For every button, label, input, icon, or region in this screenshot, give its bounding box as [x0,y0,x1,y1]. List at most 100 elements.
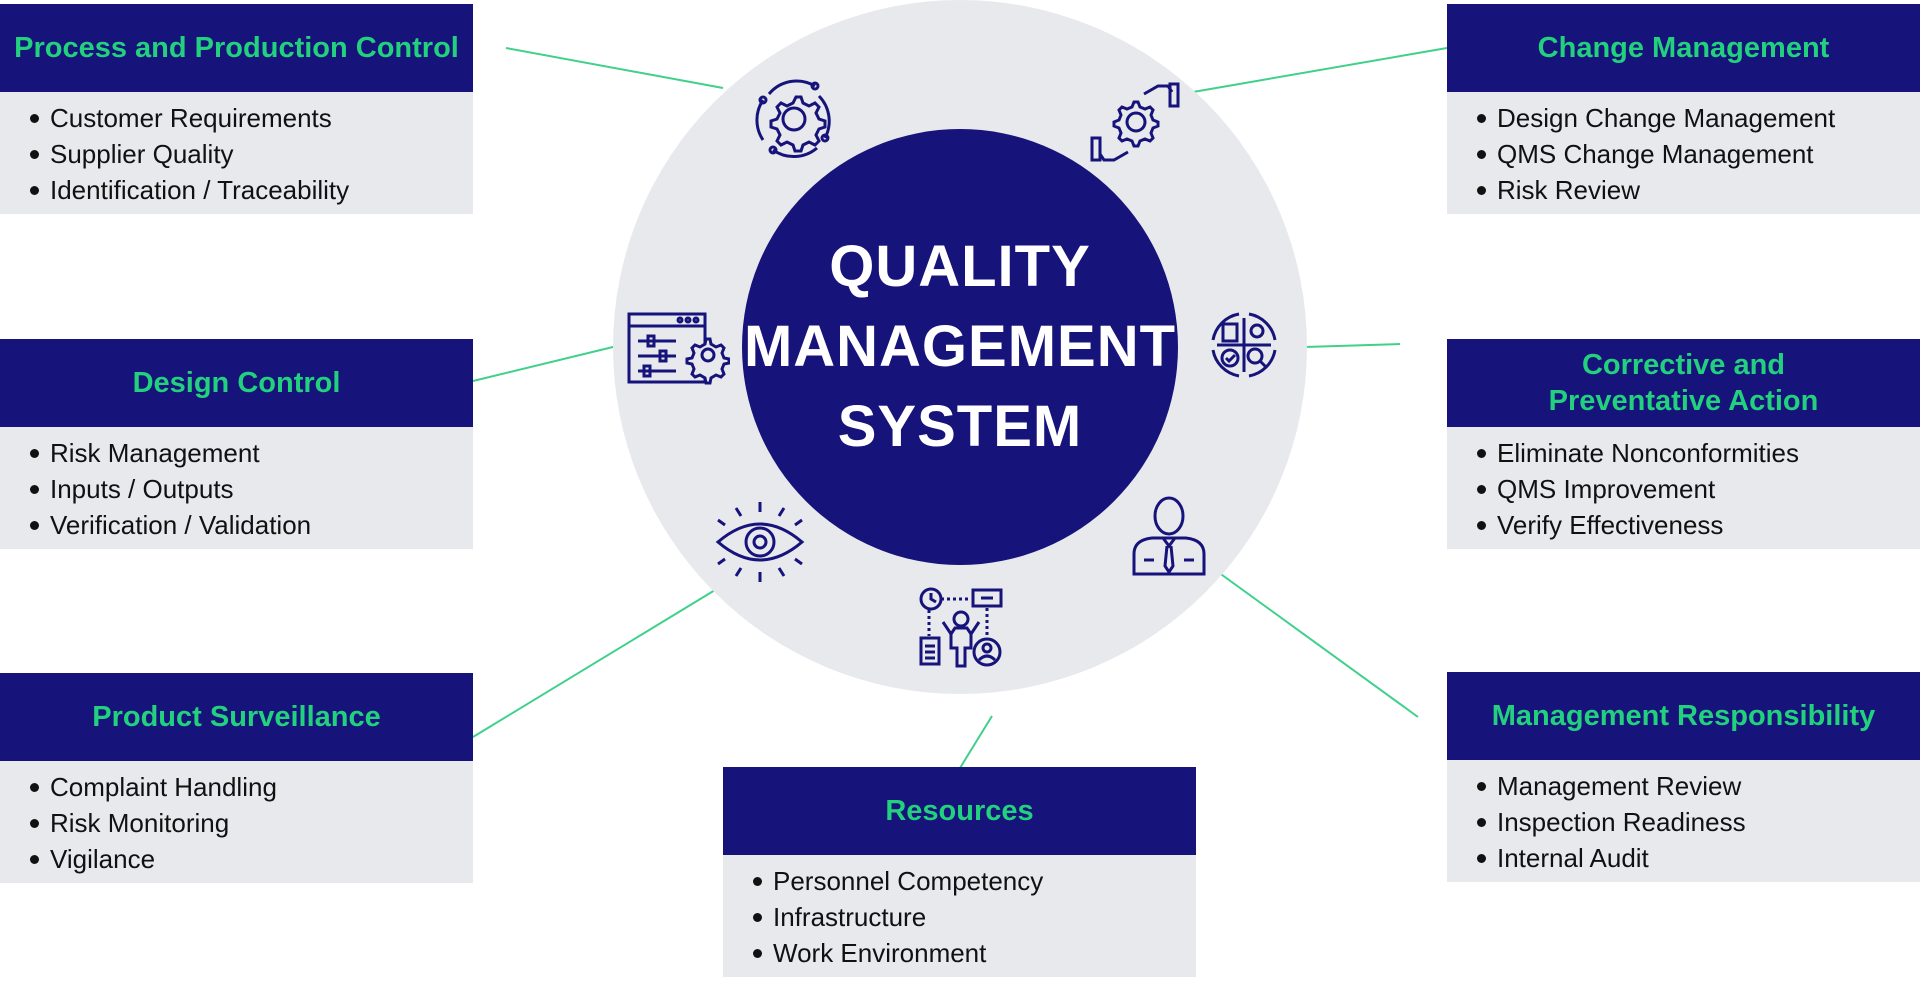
box-list: Risk Management Inputs / Outputs Verific… [0,427,473,549]
list-item-text: Inputs / Outputs [50,474,234,504]
box-change-management: Change Management Design Change Manageme… [1447,4,1920,214]
box-list: Design Change Management QMS Change Mana… [1447,92,1920,214]
list-item: Internal Audit [1477,840,1920,876]
list-item: Vigilance [30,841,473,877]
eye-icon [710,500,810,584]
bullet-dot [30,484,39,494]
box-resources: Resources Personnel Competency Infrastru… [723,767,1196,977]
bullet-dot [30,782,39,792]
box-header: Management Responsibility [1447,672,1920,760]
bullet-dot [30,520,39,530]
bullet-dot [1477,853,1486,863]
dashboard-settings-icon [626,311,730,385]
connector-surveillance [472,586,721,738]
list-item-text: Management Review [1497,771,1742,801]
list-item-text: Verification / Validation [50,510,312,540]
list-item-text: Risk Management [50,438,260,468]
bullet-dot [753,912,762,922]
box-management-responsibility: Management Responsibility Management Rev… [1447,672,1920,882]
list-item-text: Risk Review [1497,175,1641,205]
box-title: Product Surveillance [92,701,381,733]
box-header: Resources [723,767,1196,855]
bullet-dot [1477,448,1486,458]
bullet-dot [30,113,39,123]
workflow-person-icon [915,586,1007,670]
list-item: Work Environment [753,935,1196,971]
list-item-text: Identification / Traceability [50,175,350,205]
list-item-text: Personnel Competency [773,866,1044,896]
connector-management [1217,571,1419,718]
bullet-dot [30,149,39,159]
bullet-dot [1477,149,1486,159]
box-list: Personnel Competency Infrastructure Work… [723,855,1196,977]
list-item: QMS Change Management [1477,136,1920,172]
list-item: Supplier Quality [30,136,473,172]
list-item-text: Inspection Readiness [1497,807,1746,837]
bullet-dot [1477,520,1486,530]
list-item-text: Risk Monitoring [50,808,230,838]
center-title-line-1: QUALITY [829,234,1091,299]
center-title-line-2: MANAGEMENT [743,314,1177,379]
list-item: Inspection Readiness [1477,804,1920,840]
list-item: Personnel Competency [753,863,1196,899]
list-item: Inputs / Outputs [30,471,473,507]
box-header: Product Surveillance [0,673,473,761]
box-process-production-control: Process and Production Control Customer … [0,4,473,214]
box-list: Complaint Handling Risk Monitoring Vigil… [0,761,473,883]
bullet-dot [30,185,39,195]
list-item-text: Supplier Quality [50,139,234,169]
box-list: Customer Requirements Supplier Quality I… [0,92,473,214]
list-item-text: Infrastructure [773,902,927,932]
box-corrective-preventative-action: Corrective and Preventative Action Elimi… [1447,339,1920,549]
box-title-line-2: Preventative Action [1548,385,1819,417]
box-design-control: Design Control Risk Management Inputs / … [0,339,473,549]
gear-cycle-icon [747,72,841,166]
list-item-text: Customer Requirements [50,103,332,133]
businessman-icon [1130,494,1208,576]
box-title-line-1: Corrective and [1581,349,1786,381]
list-item: Risk Management [30,435,473,471]
list-item: Customer Requirements [30,100,473,136]
list-item-text: Verify Effectiveness [1497,510,1724,540]
list-item: Risk Monitoring [30,805,473,841]
bullet-dot [753,948,762,958]
box-header: Corrective and Preventative Action [1447,339,1920,427]
list-item: Eliminate Nonconformities [1477,435,1920,471]
box-product-surveillance: Product Surveillance Complaint Handling … [0,673,473,883]
list-item: Risk Review [1477,172,1920,208]
bullet-dot [1477,185,1486,195]
box-list: Management Review Inspection Readiness I… [1447,760,1920,882]
bullet-dot [1477,484,1486,494]
list-item-text: Vigilance [50,844,156,874]
list-item-text: QMS Improvement [1497,474,1716,504]
bullet-dot [30,448,39,458]
connector-resources [959,715,993,769]
list-item: Identification / Traceability [30,172,473,208]
list-item-text: Work Environment [773,938,987,968]
bullet-dot [1477,113,1486,123]
list-item: Verification / Validation [30,507,473,543]
connector-change [1192,47,1448,93]
connector-design [472,345,618,382]
list-item: Management Review [1477,768,1920,804]
list-item-text: Internal Audit [1497,843,1649,873]
bullet-dot [30,818,39,828]
list-item-text: QMS Change Management [1497,139,1814,169]
bullet-dot [1477,781,1486,791]
box-header: Design Control [0,339,473,427]
center-title-circle: QUALITY MANAGEMENT SYSTEM [742,129,1178,565]
connector-process [505,47,724,89]
hands-gear-icon [1088,80,1184,166]
box-title: Change Management [1537,32,1830,64]
box-title: Resources [885,795,1034,827]
list-item: Design Change Management [1477,100,1920,136]
list-item: Verify Effectiveness [1477,507,1920,543]
quadrant-process-icon [1199,300,1289,390]
box-list: Eliminate Nonconformities QMS Improvemen… [1447,427,1920,549]
list-item-text: Design Change Management [1497,103,1836,133]
box-title: Design Control [132,367,341,399]
box-header: Change Management [1447,4,1920,92]
bullet-dot [30,854,39,864]
list-item: Infrastructure [753,899,1196,935]
